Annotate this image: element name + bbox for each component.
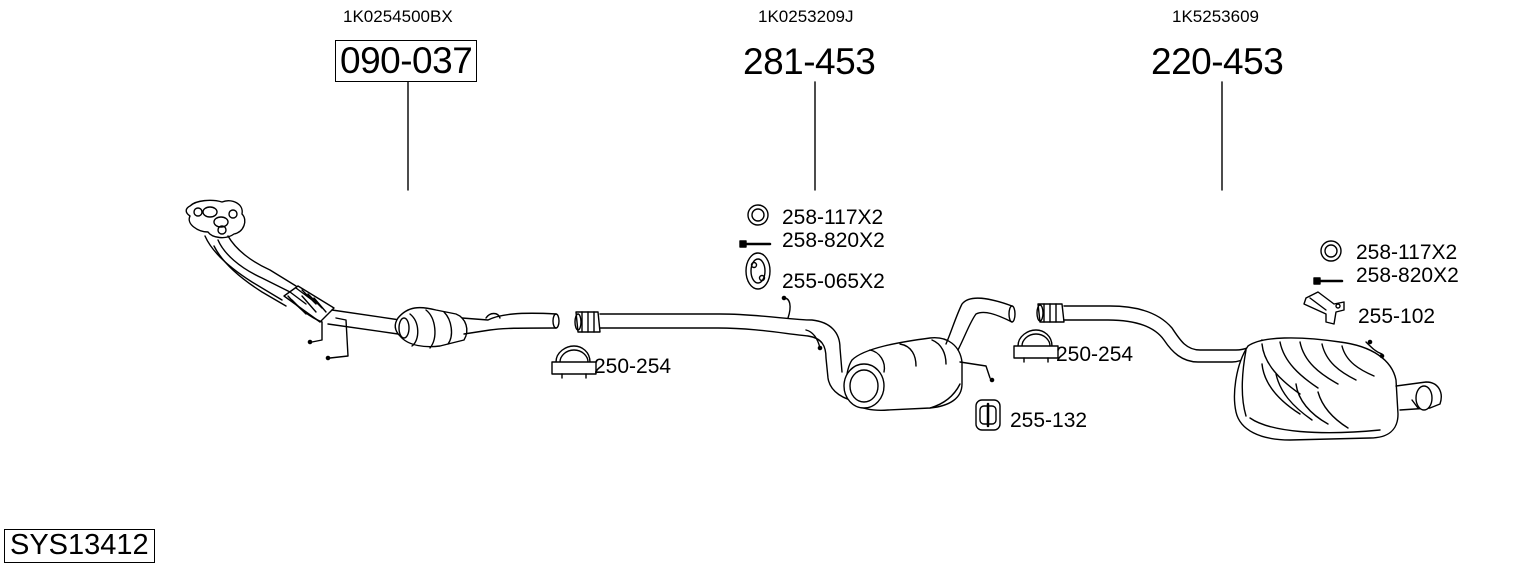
label-sealing-ring-center: 258-117X2 bbox=[782, 206, 884, 229]
label-bolt-rear: 258-820X2 bbox=[1356, 264, 1459, 287]
system-id: SYS13412 bbox=[4, 529, 155, 563]
front-pipe-catalyst bbox=[185, 199, 560, 361]
bracket-icon-rear bbox=[1303, 291, 1345, 325]
label-rubber-hanger-center: 255-065X2 bbox=[782, 270, 885, 293]
label-clamp-left: 250-254 bbox=[594, 355, 672, 378]
sealing-ring-icon-rear bbox=[1320, 240, 1342, 262]
part-number-middle: 281-453 bbox=[743, 41, 876, 82]
part-number-rear: 220-453 bbox=[1151, 41, 1284, 82]
clamp-icon-left bbox=[551, 345, 597, 379]
bolt-icon-center bbox=[739, 240, 772, 248]
clamp-icon-right bbox=[1013, 329, 1059, 363]
label-sealing-ring-rear: 258-117X2 bbox=[1356, 241, 1458, 264]
rubber-hanger-icon-center bbox=[745, 252, 771, 290]
sealing-ring-icon-center bbox=[747, 204, 769, 226]
label-bolt-center: 258-820X2 bbox=[782, 229, 885, 252]
oem-number-middle: 1K0253209J bbox=[758, 7, 854, 26]
rear-pipe-silencer bbox=[1036, 303, 1442, 441]
part-number-front: 090-037 bbox=[335, 40, 478, 82]
bolt-icon-rear bbox=[1313, 277, 1344, 285]
oem-number-front: 1K0254500BX bbox=[343, 7, 453, 26]
label-bracket-rear: 255-102 bbox=[1358, 305, 1436, 328]
label-rubber-hanger-rear-mid: 255-132 bbox=[1010, 409, 1088, 432]
rubber-hanger-icon-rear-mid bbox=[975, 399, 1001, 431]
middle-pipe-silencer bbox=[574, 295, 1016, 411]
label-clamp-right: 250-254 bbox=[1056, 343, 1134, 366]
oem-number-rear: 1K5253609 bbox=[1172, 7, 1259, 26]
